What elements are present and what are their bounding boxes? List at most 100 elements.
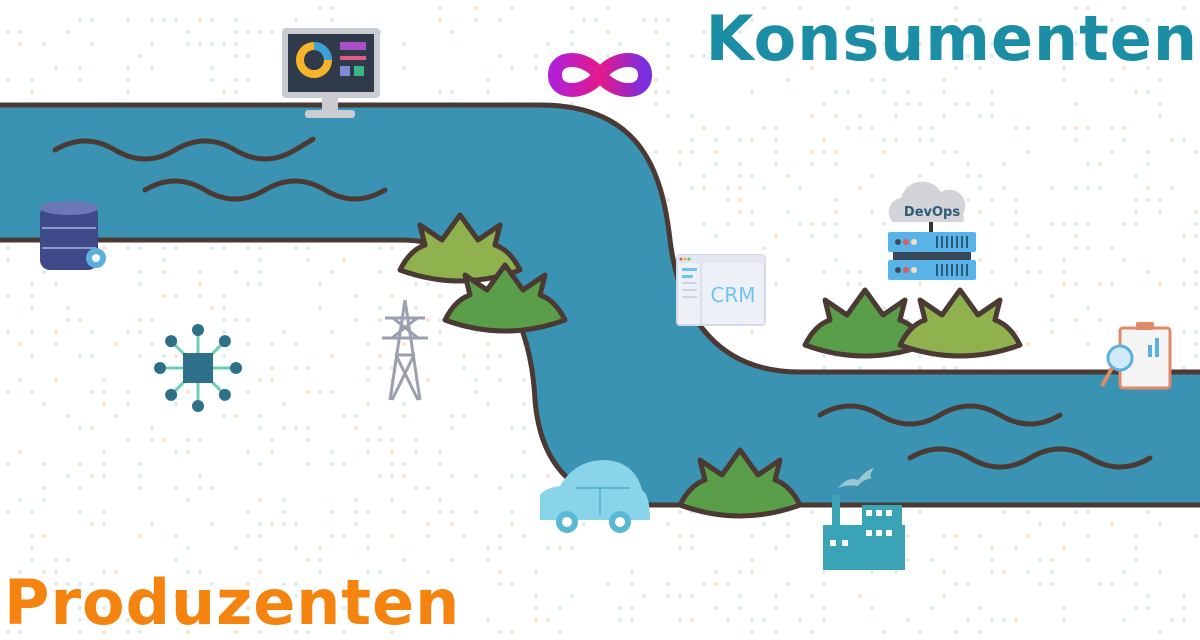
dot [78, 486, 82, 490]
dot [726, 126, 730, 130]
dot [378, 306, 382, 310]
dot [510, 522, 514, 526]
dot [846, 90, 850, 94]
dot [690, 138, 694, 142]
dot [690, 114, 694, 118]
dot [678, 150, 682, 154]
dot [918, 138, 922, 142]
dot [42, 462, 46, 466]
dot [162, 294, 166, 298]
dot [954, 534, 958, 538]
dot [930, 558, 934, 562]
dot [1026, 150, 1030, 154]
dot [234, 54, 238, 58]
dot [78, 462, 82, 466]
hub-node [165, 388, 178, 401]
dot [1170, 186, 1174, 190]
dot [1014, 126, 1018, 130]
dot [234, 42, 238, 46]
dot [258, 30, 262, 34]
dot [954, 18, 958, 22]
dot [678, 594, 682, 598]
dot [6, 630, 10, 634]
dot [810, 114, 814, 118]
dot [654, 18, 658, 22]
dot [654, 30, 658, 34]
dot [258, 606, 262, 610]
dot [126, 618, 130, 622]
dot [1026, 246, 1030, 250]
dot [354, 582, 358, 586]
dot [186, 42, 190, 46]
dot [846, 126, 850, 130]
dot [18, 618, 22, 622]
dashboard-monitor-icon [282, 28, 380, 118]
dot [150, 438, 154, 442]
dot [834, 150, 838, 154]
dot [150, 66, 154, 70]
dot [1086, 306, 1090, 310]
dot [162, 438, 166, 442]
dot [1026, 342, 1030, 346]
dot [378, 366, 382, 370]
dot [630, 570, 634, 574]
dot [366, 438, 370, 442]
dot [6, 462, 10, 466]
dot [438, 498, 442, 502]
dot [102, 522, 106, 526]
dot [1050, 330, 1054, 334]
dot [714, 570, 718, 574]
dot [726, 186, 730, 190]
dot [42, 270, 46, 274]
dot [450, 510, 454, 514]
dot [246, 390, 250, 394]
dot [246, 30, 250, 34]
hub-node [230, 362, 242, 374]
dot [1122, 138, 1126, 142]
dot [702, 174, 706, 178]
dot [186, 30, 190, 34]
dot [1110, 582, 1114, 586]
dot [534, 66, 538, 70]
dot [1158, 522, 1162, 526]
dot [294, 18, 298, 22]
dot [870, 126, 874, 130]
dot [6, 510, 10, 514]
dot [6, 390, 10, 394]
dot [1158, 54, 1162, 58]
dot [918, 126, 922, 130]
dot [30, 294, 34, 298]
dot [1086, 186, 1090, 190]
dot [834, 210, 838, 214]
dot [558, 606, 562, 610]
dot [942, 150, 946, 154]
dot [678, 546, 682, 550]
dot [174, 450, 178, 454]
dot [354, 426, 358, 430]
dot [114, 570, 118, 574]
dot [1146, 66, 1150, 70]
dot [198, 438, 202, 442]
dot [918, 354, 922, 358]
dot [318, 282, 322, 286]
dot [978, 630, 982, 634]
dot [438, 450, 442, 454]
dot [234, 630, 238, 634]
dot [1158, 210, 1162, 214]
dot [894, 114, 898, 118]
dot [738, 138, 742, 142]
dot [822, 102, 826, 106]
dot [78, 318, 82, 322]
dot [510, 630, 514, 634]
dot [702, 126, 706, 130]
dot [222, 246, 226, 250]
dot [1098, 582, 1102, 586]
dot [354, 498, 358, 502]
dot [234, 606, 238, 610]
dot [1026, 510, 1030, 514]
dot [90, 582, 94, 586]
dot [546, 618, 550, 622]
dot [534, 618, 538, 622]
dot [990, 222, 994, 226]
dot [270, 366, 274, 370]
